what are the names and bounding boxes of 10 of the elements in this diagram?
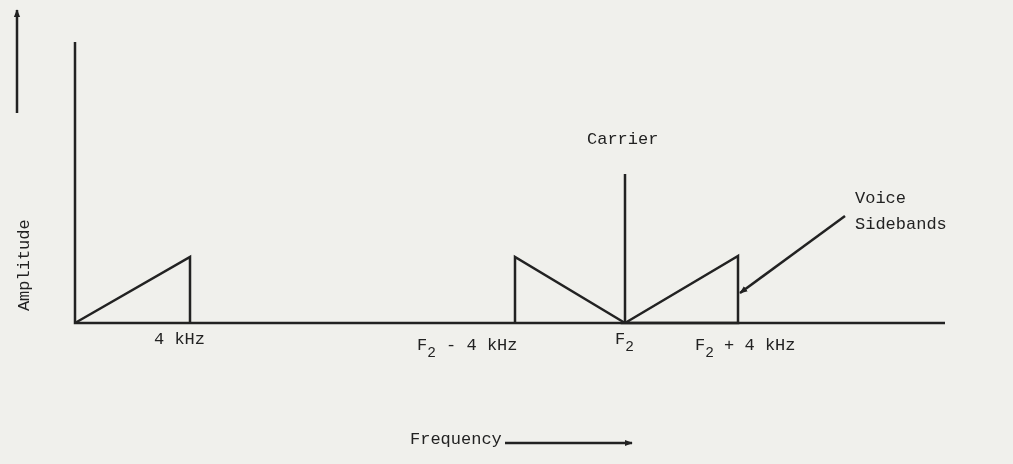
leader-arrow bbox=[739, 215, 846, 294]
frequency-tick-label: F$_{2}$ + 4 kHz bbox=[695, 336, 796, 362]
carrier-label: Carrier bbox=[587, 130, 659, 151]
axis-label: Amplitude bbox=[14, 219, 35, 312]
frequency-tick-label: 4 kHz bbox=[154, 330, 205, 351]
upper-sideband bbox=[620, 253, 740, 325]
axis-label: Frequency bbox=[410, 430, 502, 451]
callout-text: Voice Sidebands bbox=[845, 186, 957, 237]
frequency-tick-label: F$_{2}$ - 4 kHz bbox=[417, 336, 518, 362]
frequency-tick-label: F$_{2}$ bbox=[615, 330, 634, 356]
